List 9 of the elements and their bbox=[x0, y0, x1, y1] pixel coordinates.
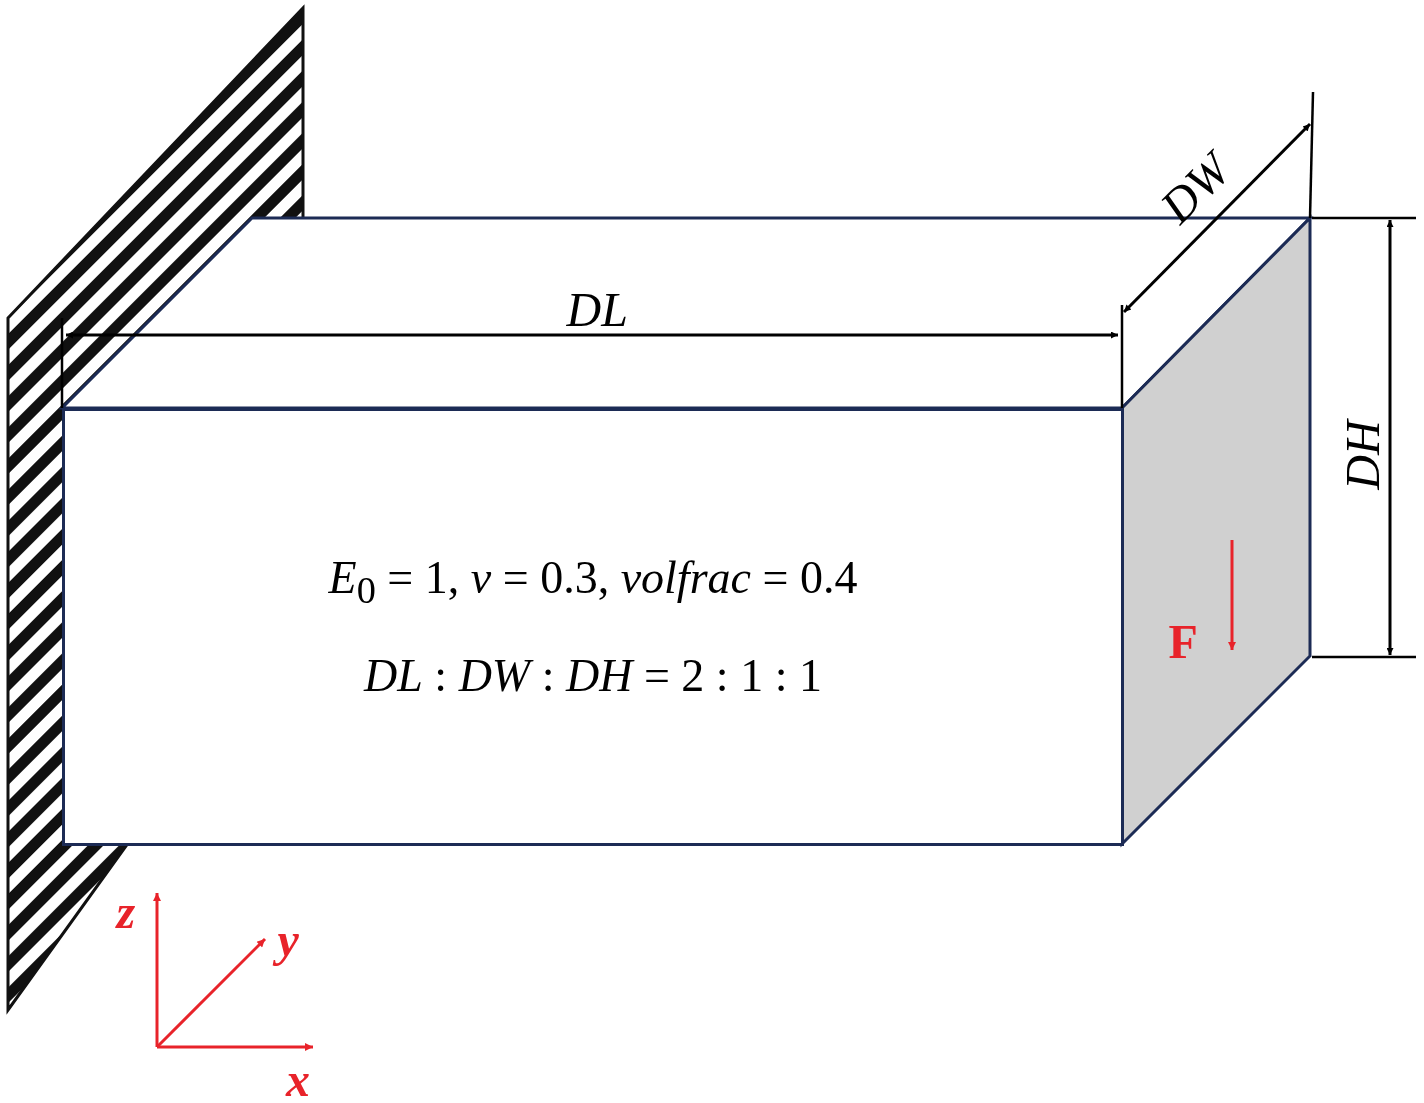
dimension-label: DW bbox=[1151, 144, 1239, 232]
axis-label: x bbox=[286, 1056, 310, 1103]
force-label: F bbox=[1168, 618, 1198, 666]
axis-label: z bbox=[116, 888, 136, 936]
dimension-label: DH bbox=[1338, 420, 1387, 490]
formula-text: E$_{0}$ = 1, v = 0.3, volfrac = 0.4 bbox=[328, 554, 858, 610]
formula-text: DL : DW : DH = 2 : 1 : 1 bbox=[364, 653, 822, 700]
beam-front-face bbox=[62, 408, 1124, 846]
dimension-label: DL bbox=[566, 286, 628, 334]
